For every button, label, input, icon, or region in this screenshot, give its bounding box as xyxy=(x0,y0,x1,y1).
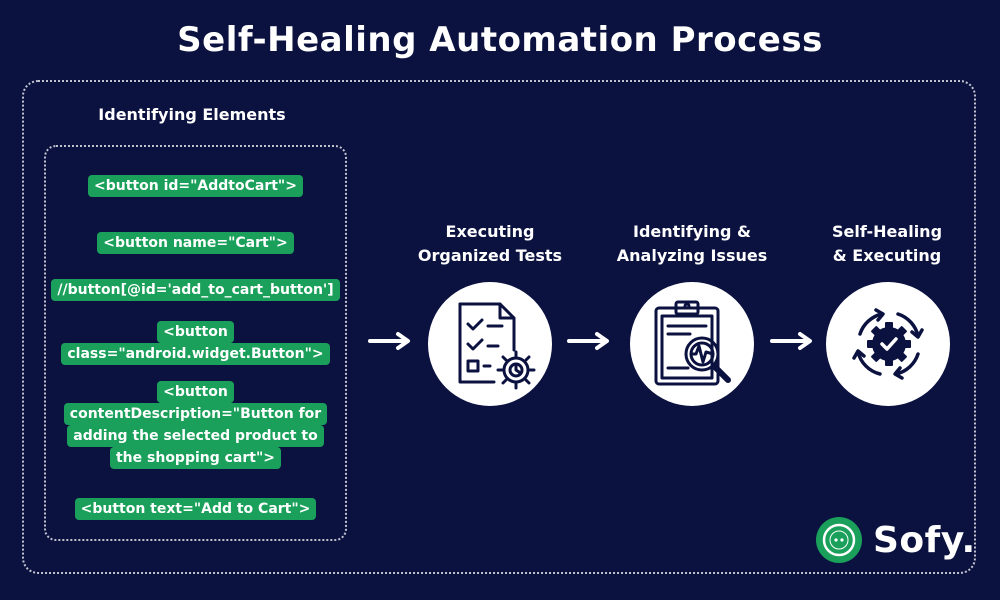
locator-chip-text: adding the selected product to xyxy=(67,425,324,447)
process-frame xyxy=(22,80,976,574)
locator-chip-text: contentDescription="Button for xyxy=(63,403,328,425)
step-circle xyxy=(428,282,552,406)
locator-chip-row: <button name="Cart"> xyxy=(44,232,347,254)
clipboard-magnifier-icon xyxy=(654,300,731,386)
step-label: Identifying & Analyzing Issues xyxy=(607,220,777,268)
locator-chip-text: the shopping cart"> xyxy=(109,447,282,469)
locator-chip-text: //button[@id='add_to_cart_button'] xyxy=(57,282,334,298)
arrow-right-icon xyxy=(770,332,812,350)
locator-chip-row: //button[@id='add_to_cart_button'] xyxy=(44,279,347,301)
locator-chip-text: <button name="Cart"> xyxy=(103,235,288,251)
locator-chip-text: <button text="Add to Cart"> xyxy=(80,501,311,517)
sofy-logo: Sofy. xyxy=(815,516,976,564)
page-title: Self-Healing Automation Process xyxy=(177,20,823,60)
locator-chip-text: class="android.widget.Button"> xyxy=(61,343,330,365)
step-circle xyxy=(630,282,754,406)
sofy-logo-text: Sofy. xyxy=(873,519,976,561)
locator-chip-row: <button class="android.widget.Button"> xyxy=(44,321,347,365)
identifying-elements-frame xyxy=(44,145,347,541)
identifying-elements-label: Identifying Elements xyxy=(98,105,286,124)
gear-cycle-icon xyxy=(852,308,924,380)
locator-chip-row: <button text="Add to Cart"> xyxy=(44,498,347,520)
locator-chip-text: <button id="AddtoCart"> xyxy=(94,178,297,194)
locator-chip: <button id="AddtoCart"> xyxy=(88,175,303,197)
step-label: Self-Healing & Executing xyxy=(802,220,972,268)
locator-chip: //button[@id='add_to_cart_button'] xyxy=(51,279,340,301)
step-label-line: Executing xyxy=(445,222,535,241)
locator-chip: <button name="Cart"> xyxy=(97,232,294,254)
step-label: Executing Organized Tests xyxy=(405,220,575,268)
locator-chip-text: <button xyxy=(157,381,234,403)
arrow-right-icon xyxy=(567,332,609,350)
checklist-gear-icon xyxy=(458,302,536,390)
step-label-line: Self-Healing xyxy=(831,222,943,241)
step-label-line: Analyzing Issues xyxy=(616,246,768,265)
locator-chip: <button contentDescription="Button for a… xyxy=(63,381,328,469)
step-label-line: Identifying & xyxy=(632,222,752,241)
locator-chip-row: <button contentDescription="Button for a… xyxy=(44,381,347,469)
step-circle xyxy=(826,282,950,406)
arrow-right-icon xyxy=(368,332,410,350)
locator-chip: <button text="Add to Cart"> xyxy=(74,498,317,520)
locator-chip: <button class="android.widget.Button"> xyxy=(61,321,330,365)
step-label-line: & Executing xyxy=(832,246,942,265)
locator-chip-text: <button xyxy=(157,321,234,343)
sofy-logo-icon xyxy=(816,517,862,563)
step-label-line: Organized Tests xyxy=(417,246,563,265)
locator-chip-row: <button id="AddtoCart"> xyxy=(44,175,347,197)
